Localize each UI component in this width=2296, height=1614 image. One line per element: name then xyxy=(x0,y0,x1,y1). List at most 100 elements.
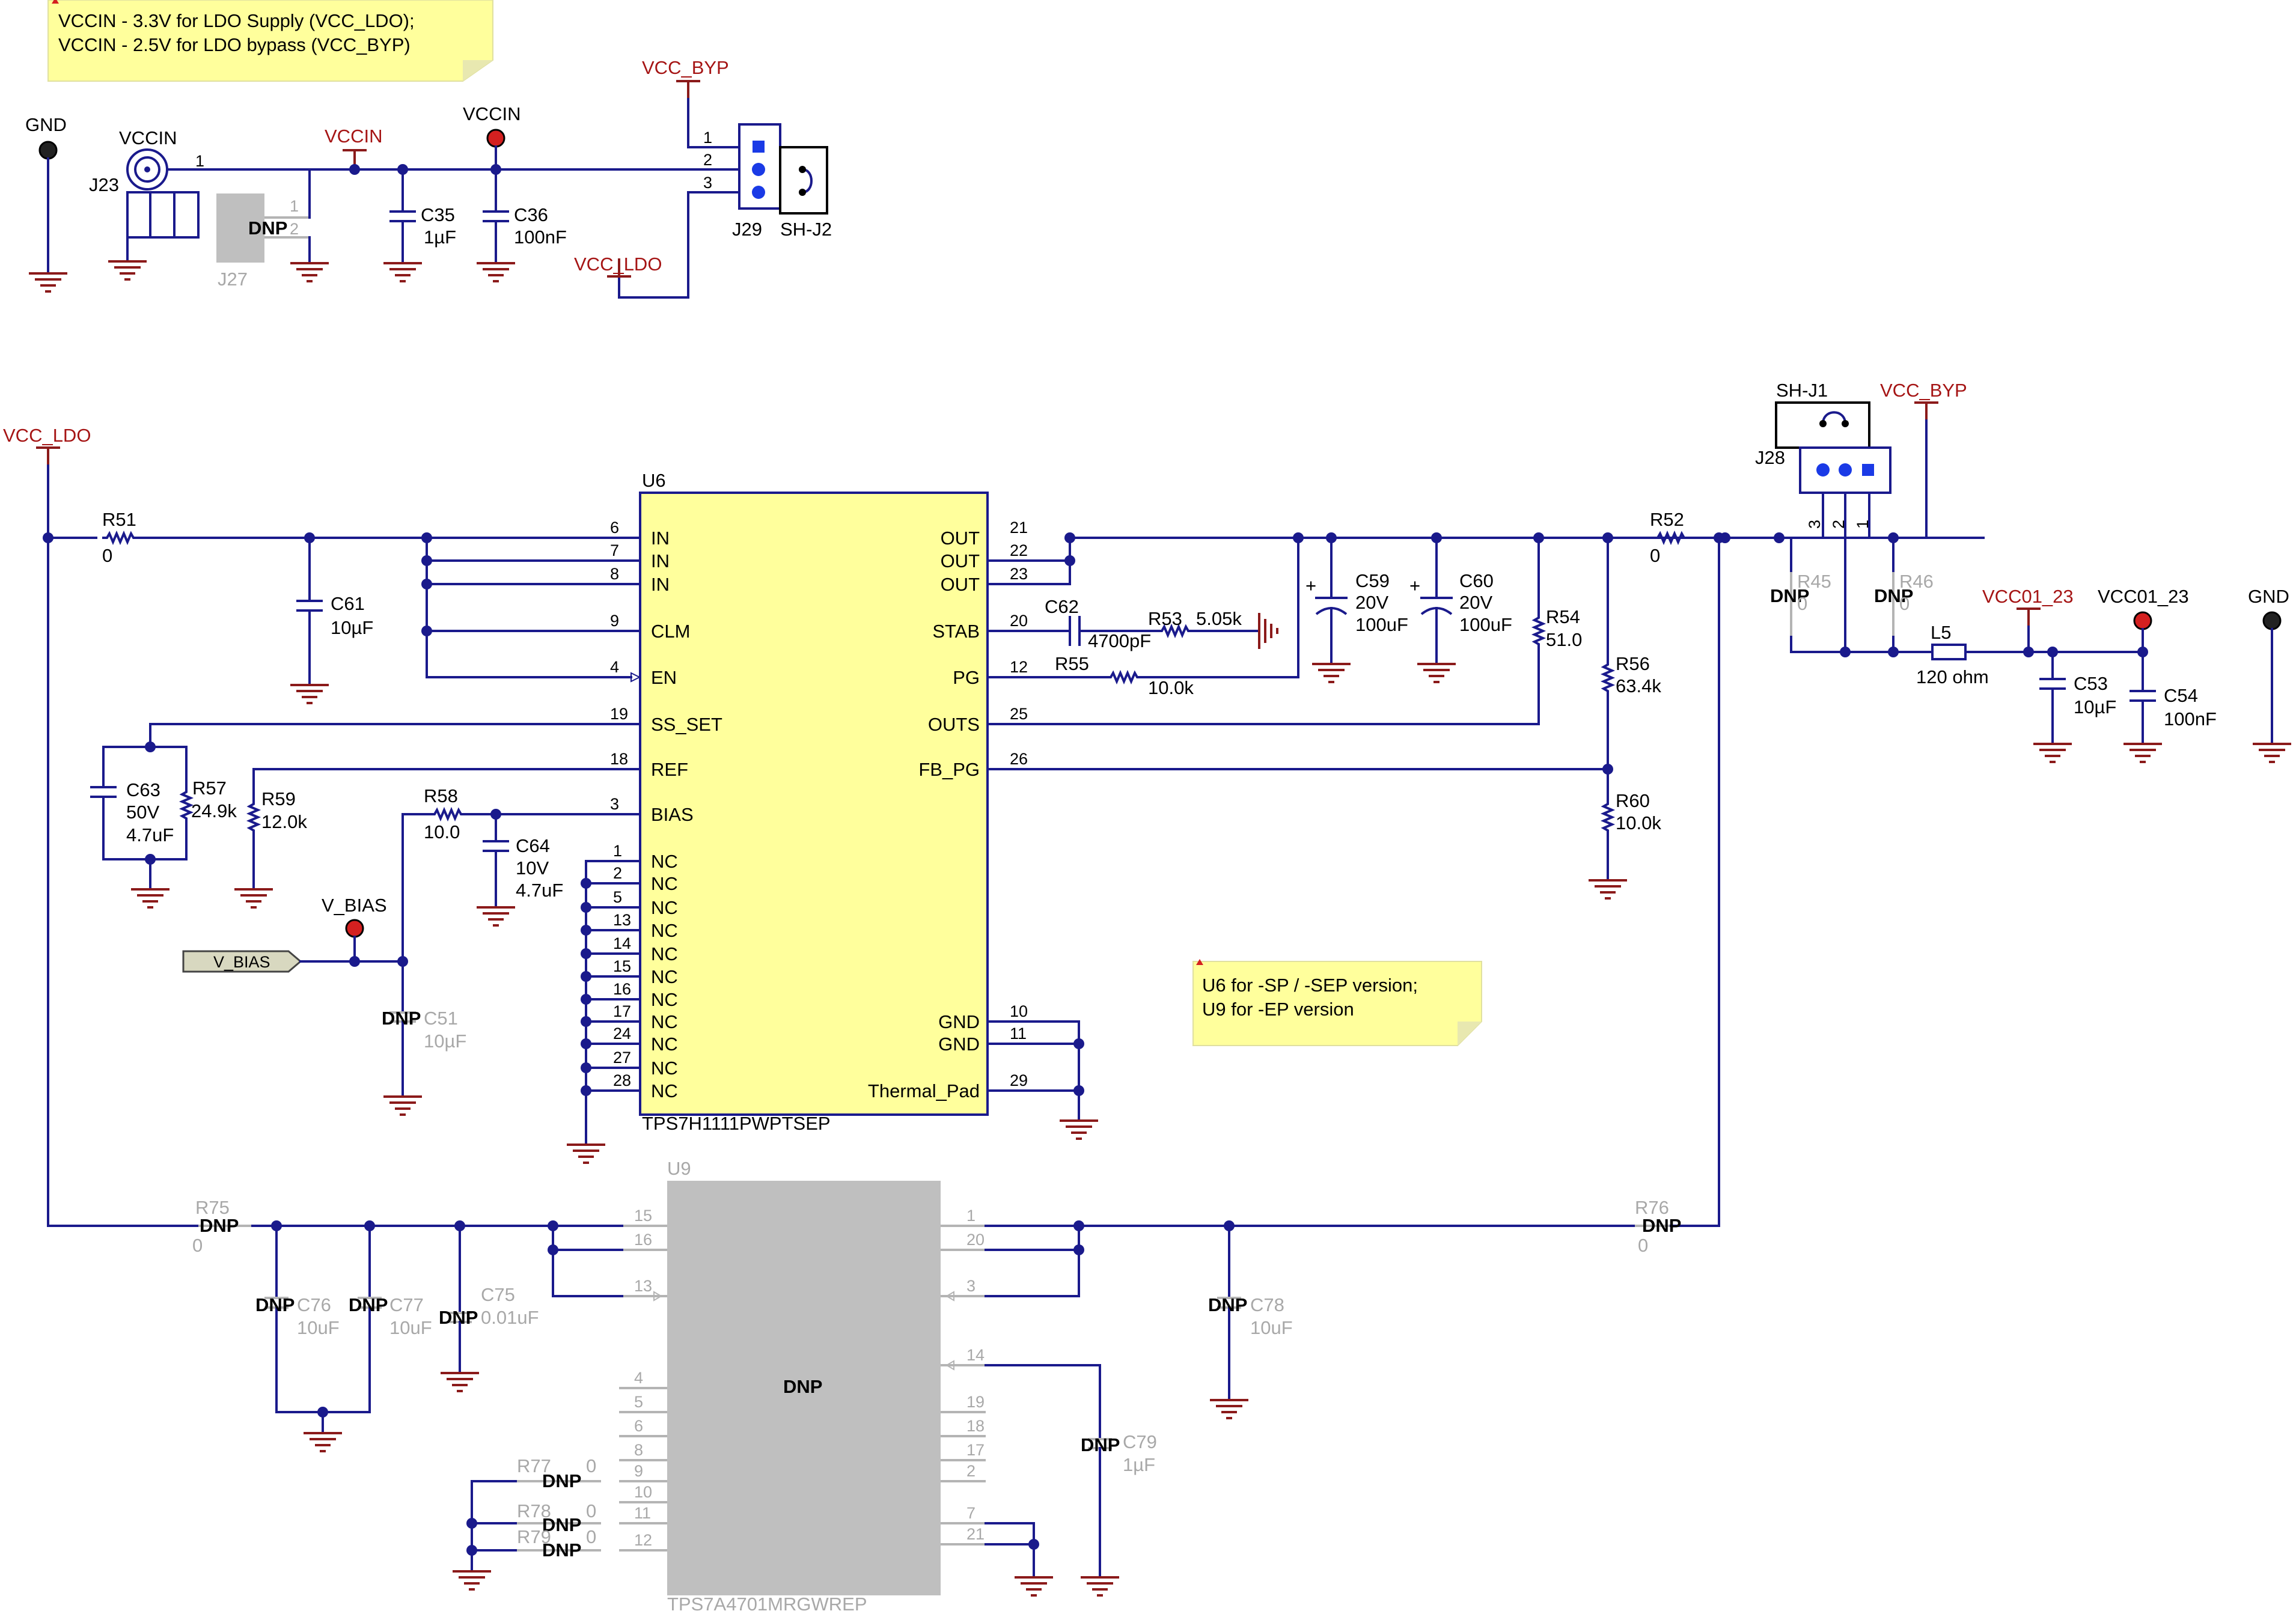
vccldo-left-net: VCC_LDO xyxy=(3,425,91,446)
r52-ref: R52 xyxy=(1650,509,1684,530)
c60-capacitor: + C60 20V 100uF xyxy=(1409,537,1512,683)
r45-ref: R45 xyxy=(1797,571,1831,592)
u6-pin-name: NC xyxy=(651,966,678,987)
u9-ic: U9 DNP TPS7A4701MRGWREP xyxy=(667,1158,941,1614)
c36-capacitor: VCCIN C36 100nF xyxy=(463,103,567,282)
j23-pin-1: 1 xyxy=(195,152,204,170)
u6-pin-num: 7 xyxy=(610,541,619,559)
c64-value: 4.7uF xyxy=(516,880,563,901)
u9-pin-num: 11 xyxy=(634,1504,651,1522)
r79-ref: R79 xyxy=(517,1526,551,1547)
u6-pin-num: 9 xyxy=(610,612,619,630)
u6-pin-name: NC xyxy=(651,1034,678,1055)
c79-dnp: DNP xyxy=(1081,1434,1120,1455)
u6-pin-name: OUT xyxy=(941,528,980,549)
u9-pin-num: 21 xyxy=(966,1525,985,1543)
j27-ref: J27 xyxy=(218,269,248,290)
r60-ref: R60 xyxy=(1616,790,1650,811)
u6-pin-num: 6 xyxy=(610,519,619,537)
r75-ref: R75 xyxy=(195,1197,230,1218)
r56-value: 63.4k xyxy=(1616,675,1661,696)
u6-pin-num: 20 xyxy=(1010,612,1028,630)
j27-pin-1: 1 xyxy=(290,197,299,215)
u9-pin-num: 14 xyxy=(966,1346,985,1364)
u9-pin-num: 10 xyxy=(634,1483,652,1501)
r51-ref: R51 xyxy=(102,509,136,530)
vccin-tp-label: VCCIN xyxy=(463,103,521,124)
note-mid-line-1: U6 for -SP / -SEP version; xyxy=(1202,975,1418,996)
j23-connector: VCCIN J23 1 xyxy=(89,127,204,281)
j29-vccbyp-net: VCC_BYP xyxy=(642,57,729,78)
u6-pin-num: 19 xyxy=(610,705,628,723)
bias-network: R58 10.0 C64 10V 4.7uF V_BIAS V_BIAS DNP… xyxy=(182,785,641,1116)
c36-value: 100nF xyxy=(514,227,567,248)
r79-value: 0 xyxy=(586,1526,596,1547)
r59-ref: R59 xyxy=(261,788,296,809)
u6-ref: U6 xyxy=(642,470,666,491)
u6-pin-name: Thermal_Pad xyxy=(868,1080,980,1101)
r51-value: 0 xyxy=(102,545,112,566)
j23-ref: J23 xyxy=(89,174,119,195)
r78-dnp: DNP xyxy=(542,1514,581,1535)
u9-pin-num: 15 xyxy=(634,1207,652,1225)
c51-dnp: DNP xyxy=(382,1008,421,1029)
u6-pin-name: NC xyxy=(651,1058,678,1079)
u6-pin-num: 22 xyxy=(1010,541,1028,559)
feedback-divider: R56 63.4k R60 10.0k xyxy=(986,537,1661,900)
u6-pin-name: NC xyxy=(651,920,678,941)
l5-ref: L5 xyxy=(1931,622,1951,643)
j29-pin-2: 2 xyxy=(703,151,712,169)
c53-value: 10µF xyxy=(2074,696,2116,717)
r79-dnp: DNP xyxy=(542,1539,581,1561)
r45-value: 0 xyxy=(1797,593,1807,614)
vcc01-23-tp-label: VCC01_23 xyxy=(2098,586,2189,607)
c78-ref: C78 xyxy=(1250,1294,1284,1315)
u9-pin-num: 9 xyxy=(634,1462,643,1480)
u6-pin-name: OUT xyxy=(941,574,980,595)
c75-capacitor: DNP C75 0.01uF xyxy=(439,1225,539,1392)
c61-value: 10µF xyxy=(331,617,373,638)
u6-pin-num: 8 xyxy=(610,565,619,583)
u6-pin-num: 3 xyxy=(610,795,619,813)
c53-capacitor: C53 10µF xyxy=(2032,647,2116,763)
u9-pin-num: 5 xyxy=(634,1393,643,1411)
c54-ref: C54 xyxy=(2164,685,2198,706)
u6-pin-name: OUTS xyxy=(928,714,980,735)
u6-ic: U6 TPS7H1111PWPTSEP xyxy=(639,470,989,1134)
u6-pin-name: NC xyxy=(651,943,678,964)
r53-value: 5.05k xyxy=(1196,608,1242,629)
u6-pin-name: NC xyxy=(651,897,678,918)
u6-pin-name: NC xyxy=(651,1080,678,1101)
u6-gnd-net xyxy=(986,1020,1099,1140)
r77-value: 0 xyxy=(586,1455,596,1476)
j28-pin-3: 3 xyxy=(1806,520,1824,529)
l5-ferrite: L5 120 ohm xyxy=(1916,622,2144,687)
c59-plus: + xyxy=(1305,575,1316,596)
u6-pin-name: BIAS xyxy=(651,804,694,825)
note-mid-line-2: U9 for -EP version xyxy=(1202,999,1354,1020)
u6-pin-name: NC xyxy=(651,1011,678,1032)
u9-pin-num: 19 xyxy=(966,1393,985,1411)
u6-pin-num: 16 xyxy=(613,980,631,998)
c62-value: 4700pF xyxy=(1088,630,1151,651)
u6-pin-name: IN xyxy=(651,574,670,595)
gnd-tp-label: GND xyxy=(25,114,67,135)
c63-ref: C63 xyxy=(126,779,160,800)
u6-part: TPS7H1111PWPTSEP xyxy=(642,1113,831,1134)
c35-capacitor: C35 1µF xyxy=(382,168,456,282)
c60-plus: + xyxy=(1409,575,1420,596)
c78-dnp: DNP xyxy=(1208,1294,1247,1315)
c36-ref: C36 xyxy=(514,204,548,225)
c62-ref: C62 xyxy=(1045,596,1079,617)
c76-dnp: DNP xyxy=(255,1294,295,1315)
u6-pin-num: 25 xyxy=(1010,705,1028,723)
c77-ref: C77 xyxy=(389,1294,424,1315)
u6-pin-num: 10 xyxy=(1010,1002,1028,1020)
c59-capacitor: + C59 20V 100uF xyxy=(1305,537,1408,683)
u9-pin-num: 8 xyxy=(634,1441,643,1459)
c79-ref: C79 xyxy=(1123,1431,1157,1452)
c79-value: 1µF xyxy=(1123,1454,1155,1475)
u6-pin-name: GND xyxy=(938,1034,980,1055)
u9-dnp-label: DNP xyxy=(783,1376,822,1397)
